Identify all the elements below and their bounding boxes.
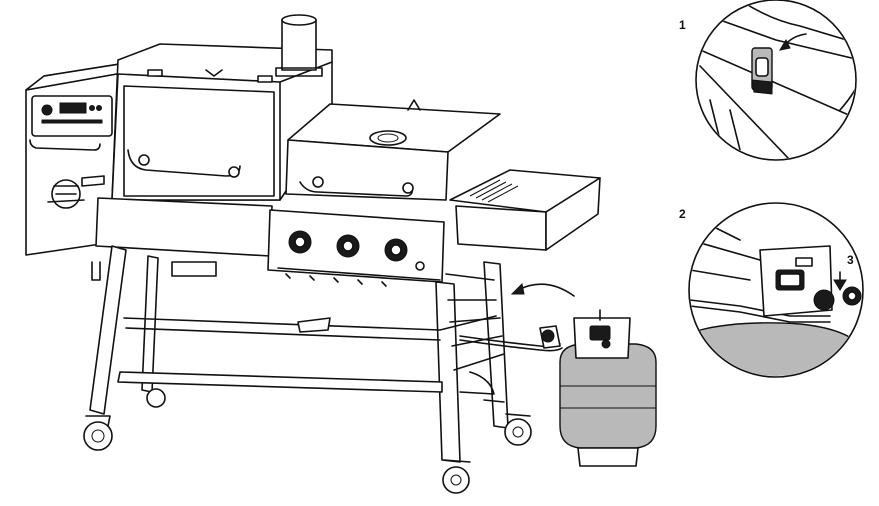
- step-3-label: 3: [847, 253, 854, 267]
- side-shelf: [449, 169, 601, 251]
- smoker-front-panel: [95, 197, 273, 257]
- chimney-stack: [275, 14, 323, 77]
- propane-tank: [559, 309, 657, 467]
- regulator-coupling-icon: [813, 289, 835, 311]
- caster-wheels: [83, 388, 532, 494]
- burner-control-panel: [267, 209, 445, 287]
- smoker-chamber: [111, 43, 333, 201]
- grill-illustration: [25, 14, 657, 494]
- step-2-label: 2: [679, 207, 686, 221]
- detail-circle-2: [688, 202, 864, 378]
- cart-frame: [89, 245, 509, 463]
- control-display: [41, 102, 103, 124]
- attach-direction-arrow: [517, 283, 575, 297]
- pellet-hopper: [25, 61, 133, 281]
- gas-grill-lid: [285, 99, 501, 201]
- hopper-logo-emblem: [47, 179, 85, 209]
- grease-tray: [171, 261, 217, 277]
- step-1-label: 1: [679, 18, 686, 32]
- gas-hose-regulator: [459, 325, 563, 352]
- detail-circle-1: [695, 0, 857, 161]
